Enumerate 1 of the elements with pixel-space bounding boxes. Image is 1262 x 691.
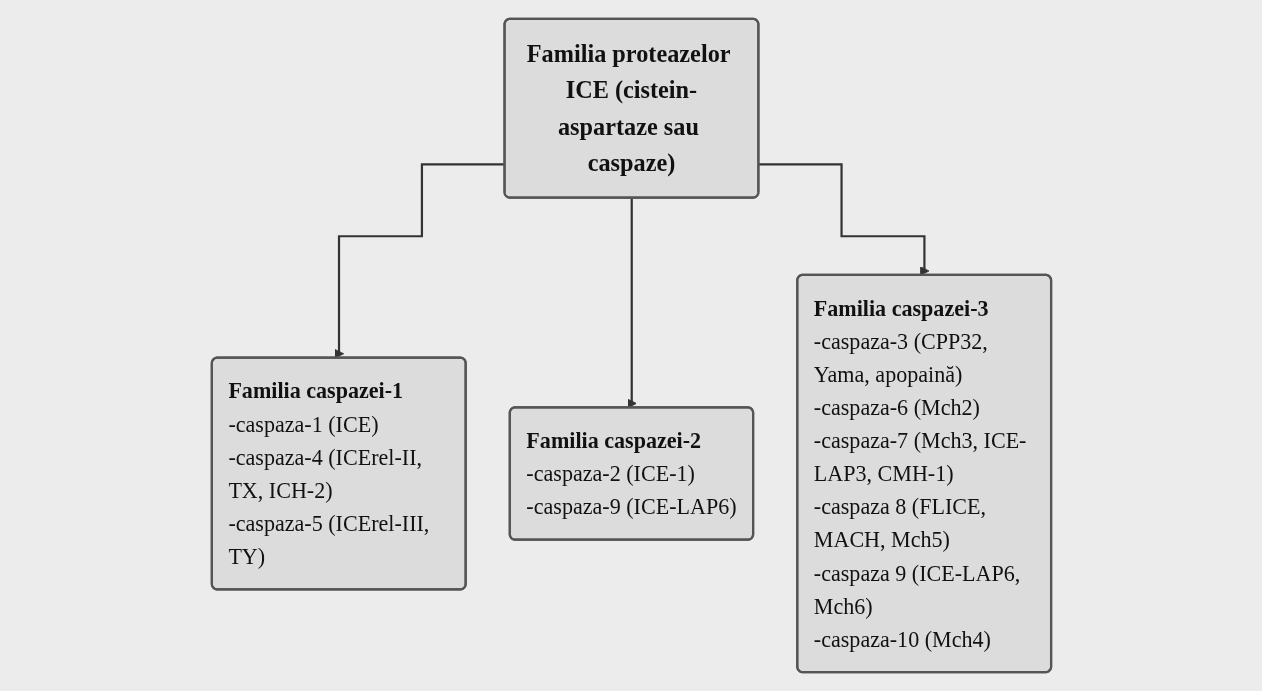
diagram: Familia proteazelor ICE (cistein-aspartaze sau caspaze) Familia caspazei-1 -caspaza-1 (ICE) -caspaza-4 (ICErel-II, TX, ICH-2) -caspaza-5 (ICErel-III, TY) Familia caspazei-2 -caspaza-2 (ICE-1) -caspaza-9 (ICE-LAP6) Familia caspazei-3 -caspaza-3 (CPP32, Yama, apopaină) -caspaza-6 (Mch2) -caspaza-7 (Mch3, ICE-LAP3, CMH-1) -caspaza 8 (FLICE, MACH, Mch5) -caspaza 9 (ICE-LAP6, Mch6) -caspaza-10 (Mch4) xyxy=(202,10,1060,681)
